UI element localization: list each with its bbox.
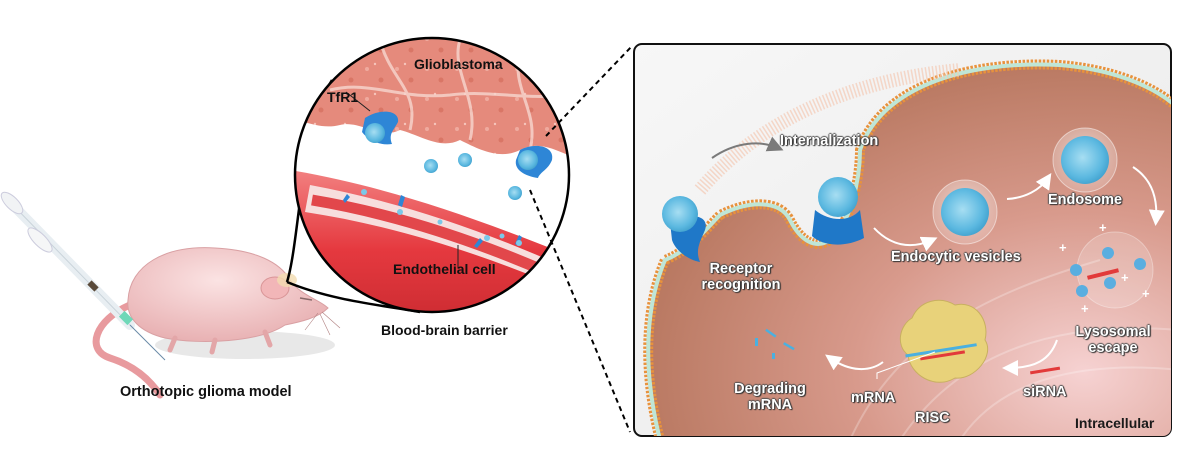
syringe-stopper [87,280,99,292]
mouse-whiskers [304,311,341,336]
nanoparticle-in-vesicle [941,188,989,236]
svg-text:+: + [1059,240,1067,255]
caption-bbb: Blood-brain barrier [381,322,508,338]
nanoparticle [424,159,438,173]
mouse-eye [299,297,313,301]
svg-text:+: + [1121,270,1129,285]
syringe-outline [7,199,131,326]
zoom-dashed-upper [545,44,634,137]
receptor [812,210,864,245]
arrow-to-vesicle [873,227,938,252]
syringe-flange [27,227,53,253]
syringe-illustration [0,191,166,361]
svg-text:+: + [1099,220,1107,235]
mouse-illustration [92,247,341,399]
mrna-pointer [876,351,936,379]
degraded-mrna-fragments [755,328,795,359]
arrow-to-escape [1132,166,1165,226]
membrane-tails [646,62,1171,436]
mouse-body [127,247,329,343]
label-degrading-mrna: Degrading mRNA [734,381,806,413]
label-lysosomal-escape: Lysosomal escape [1075,324,1151,356]
mouse-legs [167,329,273,355]
arrow-to-degradation [825,354,884,371]
arrow-to-risc [1002,339,1058,376]
cytoplasm [648,64,1171,436]
syringe-hub [118,310,134,326]
label-sirna: siRNA [1023,384,1067,400]
svg-text:+: + [1142,286,1150,301]
label-endosome: Endosome [1048,192,1123,208]
cell-scene: + + + + + [643,59,1171,436]
mouse-tail [92,301,164,399]
released-sirna [1086,268,1120,280]
caption-glioma-model: Orthotopic glioma model [120,384,292,400]
released-polymers [1070,247,1146,297]
label-endocytic-vesicles: Endocytic vesicles [891,249,1021,265]
label-mrna: mRNA [851,390,896,406]
vessel-nanoparticles [361,189,522,246]
tfr1-pointer [345,91,371,112]
label-intracellular: Intracellular [1075,415,1155,431]
bbb-circle-border [293,36,571,314]
label-glioblastoma: Glioblastoma [414,56,503,72]
bbb-zoom-circle [295,38,569,312]
nanoparticle-bound [662,196,698,232]
mrna-strand [905,343,977,358]
positive-charges: + + + + + [1059,220,1150,316]
label-receptor-recognition: Receptor recognition [701,261,781,293]
label-tfr1: TfR1 [327,89,359,105]
nanoparticle [518,150,538,170]
membrane-surface [694,63,961,195]
nanoparticle-in-endosome [1061,136,1109,184]
vessel-lumen [311,194,559,282]
label-risc: RISC [915,410,950,426]
sirna-guide-strand [920,350,966,361]
label-internalization: Internalization [780,133,879,149]
internalization-arrow [711,136,784,159]
free-sirna [1030,366,1061,375]
nanoparticle-internalizing [818,177,858,217]
nanoparticle [458,153,472,167]
zoom-dashed-lower [529,189,631,433]
svg-text:+: + [1081,301,1089,316]
label-endothelial-cell: Endothelial cell [393,261,496,277]
tumor-cell-borders [329,39,569,151]
syringe-needle [129,324,166,361]
arrow-to-endosome [1006,173,1052,200]
nanoparticle [508,186,522,200]
nanoparticle [365,123,385,143]
syringe-plunger [0,191,24,215]
